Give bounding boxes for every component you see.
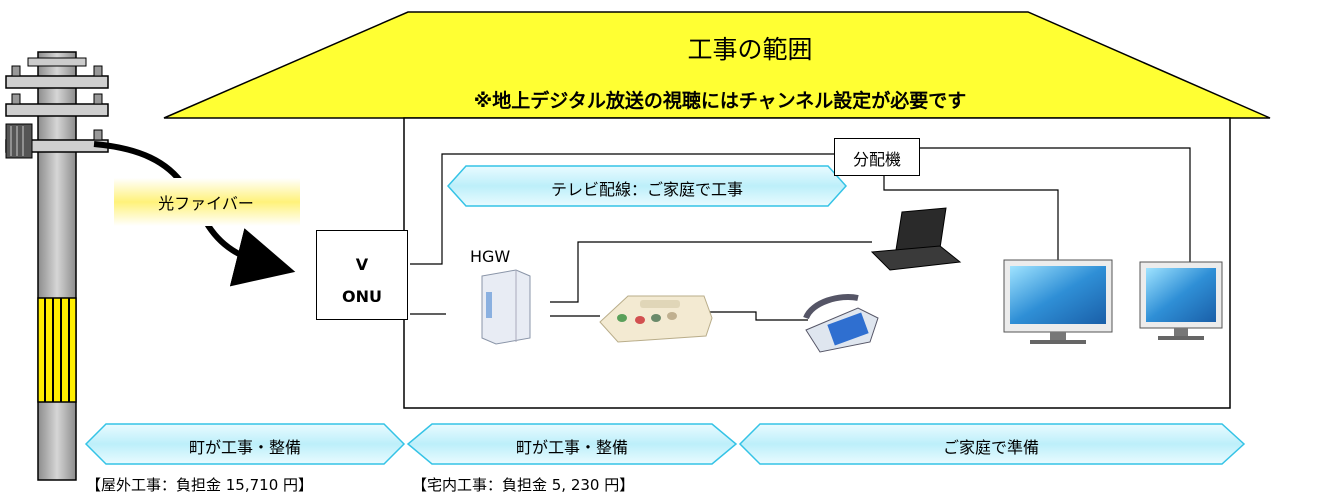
- bottom-banner-1-shape: [84, 423, 406, 465]
- roof-note: ※地上デジタル放送の視聴にはチャンネル設定が必要です: [473, 90, 967, 112]
- outdoor-cost-label: 【屋外工事：負担金 15,710 円】: [86, 476, 314, 494]
- bottom-banner-3-shape: [738, 423, 1246, 465]
- onu-label-line1: V: [355, 255, 369, 274]
- hgw-device-icon: [481, 269, 531, 345]
- splitter-label: 分配機: [852, 150, 901, 169]
- roof-title: 工事の範囲: [687, 35, 813, 64]
- phone-adapter-icon: [599, 295, 713, 343]
- fiber-label: 光ファイバー: [158, 194, 254, 213]
- tv-large-icon: [1003, 259, 1113, 344]
- bottom-banner-2-label: 町が工事・整備: [515, 438, 628, 457]
- onu-box: V ONU: [316, 230, 408, 320]
- bottom-banner-1-label: 町が工事・整備: [188, 438, 301, 457]
- splitter-box: 分配機: [834, 138, 920, 176]
- fiber-label-box: [114, 178, 300, 226]
- bottom-banner-2-shape: [406, 423, 738, 465]
- laptop-icon: [870, 207, 962, 271]
- utility-pole: [5, 51, 109, 481]
- tv-small-icon: [1139, 261, 1223, 340]
- hgw-label: HGW: [470, 247, 511, 266]
- onu-label-line2: ONU: [342, 287, 382, 306]
- indoor-cost-label: 【宅内工事：負担金 5, 230 円】: [412, 476, 635, 494]
- tv-wiring-banner-shape: [446, 165, 848, 207]
- tv-wiring-banner-label: テレビ配線：ご家庭で工事: [550, 180, 743, 199]
- fiber-arrow-lower: [203, 220, 296, 287]
- telephone-icon: [803, 294, 879, 353]
- bottom-banner-3-label: ご家庭で準備: [942, 438, 1039, 457]
- wiring-lines: [410, 147, 1191, 321]
- house-roof: [163, 11, 1271, 119]
